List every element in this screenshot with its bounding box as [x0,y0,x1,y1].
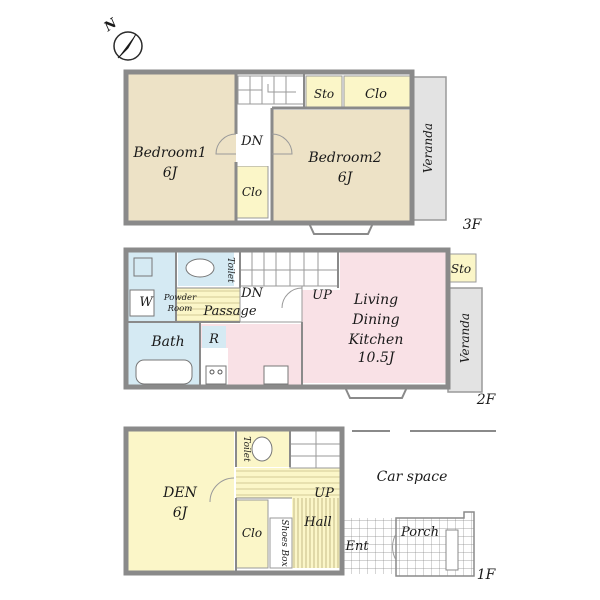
veranda-2f [447,287,483,393]
hall-3f [236,104,272,166]
compass-north-label: N [101,15,121,35]
refrigerator-label: R [208,332,219,347]
powder-room-label-2: Room [167,304,193,314]
stairs-up-1f: UP [314,486,334,501]
toilet-1f-label: Toilet [241,436,251,462]
hall-label: Hall [303,515,331,530]
washer-label: W [139,295,154,310]
bath-label: Bath [150,334,184,350]
den-size: 6J [173,505,189,521]
bedroom1-room [128,74,236,221]
ldk-room [200,252,446,383]
bedroom2-size: 6J [338,170,354,186]
ldk-size: 10.5J [358,350,396,366]
floor-label-2f: 2F [476,392,497,408]
closet-top-3f-label: Clo [365,87,387,102]
closet-mid-3f-label: Clo [242,185,262,199]
veranda-2f-label: Veranda [458,313,472,363]
bedroom1-size: 6J [163,165,179,181]
floor-1f: Toilet DEN 6J Clo Shoes Box UP Hall Ent … [123,426,497,583]
entrance-label: Ent [344,539,369,554]
bedroom1-name: Bedroom1 [132,145,206,161]
hall-floor [236,468,342,498]
veranda-3f-label: Veranda [421,123,435,173]
floor-3f: Bedroom1 6J Bedroom2 6J DN Sto Clo Clo V… [123,69,483,235]
toilet-2f-label: Toilet [225,257,235,283]
den-name: DEN [162,485,197,501]
storage-3f-label: Sto [314,87,334,101]
ldk-name-3: Kitchen [348,332,404,348]
bedroom2-room [272,110,412,221]
refrigerator-space [202,326,226,348]
den-room [128,431,234,571]
porch-floor [395,511,475,577]
floor-label-1f: 1F [477,567,497,583]
closet-1f-label: Clo [242,526,262,540]
floor-2f: Toilet W Powder Room DN UP Passage Bath … [123,247,497,408]
bedroom2-name: Bedroom2 [307,150,381,166]
shoes-box-label: Shoes Box [279,519,289,566]
entrance-floor [342,518,396,574]
veranda-3f [411,76,447,221]
car-space-label: Car space [377,469,448,485]
passage-label: Passage [202,304,256,319]
ldk-name-1: Living [353,292,398,308]
closet-1f-room [235,499,269,569]
floor-label-3f: 3F [463,217,483,233]
passage-floor [176,288,240,322]
storage-2f-label: Sto [451,262,471,276]
powder-room-label-1: Powder [163,293,197,303]
stairs-3f [237,75,305,105]
north-compass-icon: N [101,15,143,61]
stairs-up-2f: UP [312,288,332,303]
shoes-box [269,517,293,569]
storage-2f-room [445,253,477,283]
stairs-dn-3f: DN [240,134,263,149]
stairs-2f [239,251,339,323]
stairs-dn-2f: DN [240,286,263,301]
stairs-1f [289,430,343,469]
ldk-name-2: Dining [351,312,399,328]
storage-3f-room [305,75,343,109]
porch-label: Porch [400,525,439,540]
